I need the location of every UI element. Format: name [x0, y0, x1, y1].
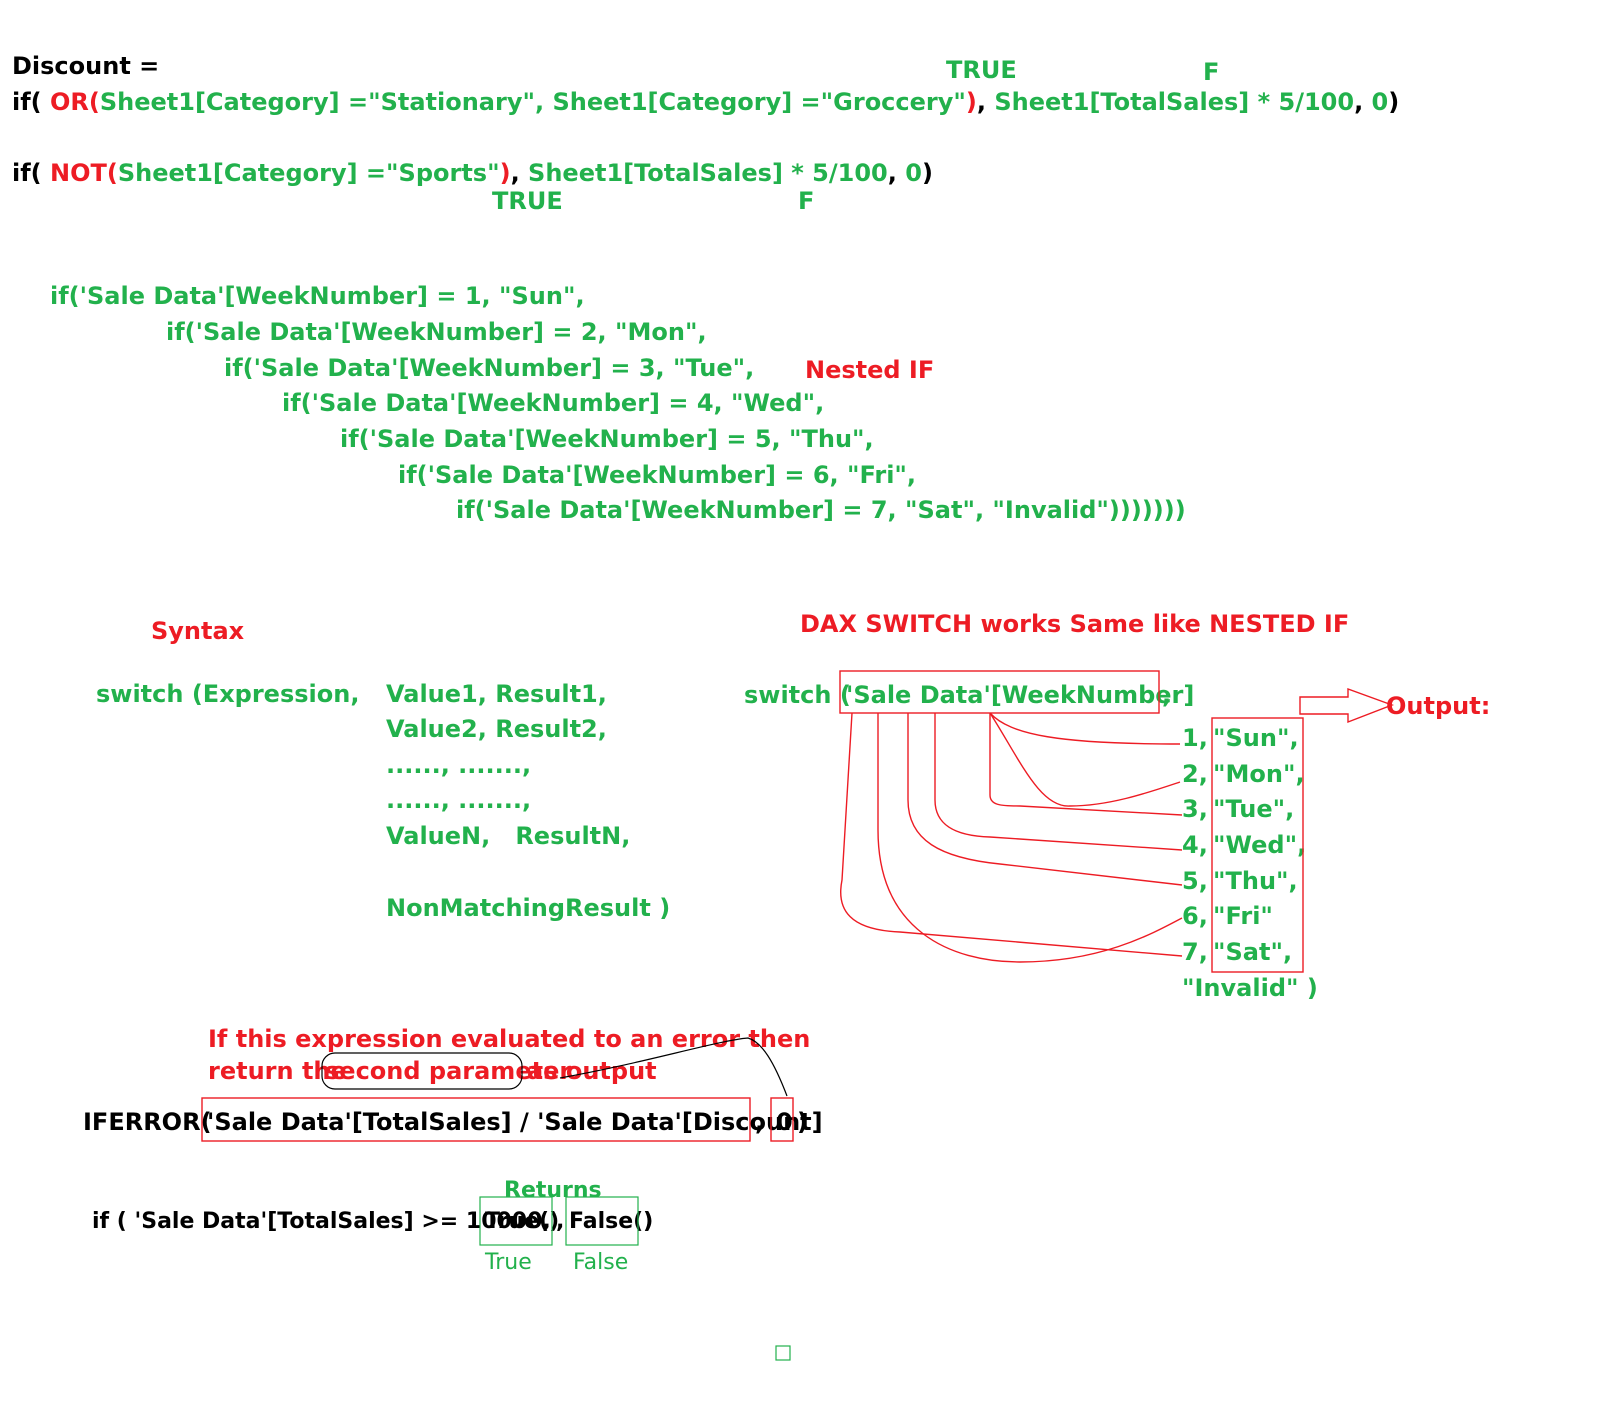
iferror-prefix: IFERROR( — [83, 1108, 212, 1136]
switch-value-3: 3, — [1182, 795, 1208, 823]
mapping-curve-5 — [907, 713, 1183, 886]
note-pointer-line — [559, 1037, 788, 1097]
syntax-line-5: ValueN, ResultN, — [386, 822, 631, 850]
not-true-label: TRUE — [492, 187, 563, 215]
nested-if-line-3: if('Sale Data'[WeekNumber] = 3, "Tue", — [224, 354, 755, 382]
switch-result-1: "Sun", — [1213, 724, 1299, 752]
switch-result-2: "Mon", — [1213, 760, 1305, 788]
true-label: True — [485, 1250, 532, 1275]
mapping-curve-6 — [877, 713, 1183, 963]
syntax-switch: switch (Expression, — [96, 680, 360, 708]
not-close: ) — [499, 159, 511, 187]
nested-if-line-5: if('Sale Data'[WeekNumber] = 5, "Thu", — [340, 425, 874, 453]
switch-value-2: 2, — [1182, 760, 1208, 788]
false-function: False() — [569, 1209, 654, 1234]
syntax-line-2: Value2, Result2, — [386, 715, 607, 743]
switch-result-7: "Sat", — [1213, 938, 1293, 966]
iferror-note-prefix: return the — [208, 1057, 347, 1085]
comma: , — [887, 159, 897, 187]
not-keyword: NOT( — [50, 159, 118, 187]
true-function-box — [479, 1196, 553, 1246]
switch-expression: 'Sale Data'[WeekNumber] — [846, 681, 1195, 709]
not-false-label: F — [798, 187, 815, 215]
not-true-part: Sheet1[TotalSales] * 5/100 — [519, 159, 888, 187]
switch-result-6: "Fri" — [1213, 902, 1273, 930]
mapping-curve-1 — [989, 712, 1181, 745]
switch-result-5: "Thu", — [1213, 867, 1298, 895]
comma: , — [510, 159, 520, 187]
or-close: ) — [965, 88, 977, 116]
syntax-heading: Syntax — [151, 617, 245, 645]
second-parameter-highlight — [321, 1052, 523, 1090]
or-false-label: F — [1203, 58, 1220, 86]
switch-default-result: "Invalid" ) — [1182, 974, 1318, 1002]
switch-result-3: "Tue", — [1213, 795, 1295, 823]
true-function: True() — [485, 1209, 560, 1234]
comma: , — [1354, 88, 1364, 116]
mapping-curve-7 — [840, 712, 1183, 957]
discount-title: Discount = — [12, 52, 160, 80]
iferror-comma: , — [755, 1108, 765, 1136]
not-condition: Sheet1[Category] ="Sports" — [117, 159, 500, 187]
or-keyword: OR( — [50, 88, 100, 116]
output-label: Output: — [1386, 692, 1491, 720]
switch-result-4: "Wed", — [1213, 831, 1307, 859]
switch-comma: , — [1162, 681, 1172, 709]
returns-label: Returns — [504, 1178, 602, 1203]
output-arrow-icon — [1299, 688, 1394, 724]
iferror-note-highlight: second parameter — [325, 1057, 572, 1085]
paren-close: ) — [921, 159, 933, 187]
switch-prefix: switch ( — [744, 681, 851, 709]
false-function-box — [565, 1196, 639, 1246]
or-true-label: TRUE — [946, 56, 1017, 84]
iferror-expression-box — [201, 1097, 751, 1142]
iferror-close: ) — [797, 1108, 808, 1136]
switch-value-4: 4, — [1182, 831, 1208, 859]
nested-if-line-1: if('Sale Data'[WeekNumber] = 1, "Sun", — [50, 282, 585, 310]
square-icon — [775, 1345, 791, 1361]
switch-value-5: 5, — [1182, 867, 1208, 895]
switch-value-1: 1, — [1182, 724, 1208, 752]
iferror-expression: 'Sale Data'[TotalSales] / 'Sale Data'[Di… — [207, 1108, 823, 1136]
iferror-alternate-box — [770, 1097, 794, 1142]
mapping-curve-2 — [989, 712, 1181, 807]
nested-if-line-7: if('Sale Data'[WeekNumber] = 7, "Sat", "… — [456, 496, 1186, 524]
or-if-formula: if( OR(Sheet1[Category] ="Stationary", S… — [12, 90, 1399, 114]
nested-if-line-4: if('Sale Data'[WeekNumber] = 4, "Wed", — [282, 389, 825, 417]
syntax-line-3: ......, ......., — [386, 751, 532, 779]
nested-if-line-6: if('Sale Data'[WeekNumber] = 6, "Fri", — [398, 461, 917, 489]
mapping-curve-4 — [934, 713, 1183, 851]
syntax-nonmatching: NonMatchingResult ) — [386, 894, 671, 922]
iferror-note-suffix: as output — [527, 1057, 657, 1085]
not-false-part: 0 — [896, 159, 922, 187]
bool-if-prefix: if ( 'Sale Data'[TotalSales] >= 10000, — [92, 1209, 551, 1234]
syntax-line-1: Value1, Result1, — [386, 680, 607, 708]
not-if-formula: if( NOT(Sheet1[Category] ="Sports"), She… — [12, 161, 933, 185]
or-true-part: Sheet1[TotalSales] * 5/100 — [986, 88, 1355, 116]
comma: , — [976, 88, 986, 116]
switch-results-box — [1211, 717, 1304, 973]
if-keyword: if( — [12, 159, 42, 187]
iferror-alternate: 0 — [776, 1108, 793, 1136]
switch-value-6: 6, — [1182, 902, 1208, 930]
nested-if-line-2: if('Sale Data'[WeekNumber] = 2, "Mon", — [166, 318, 707, 346]
iferror-note-line-1: If this expression evaluated to an error… — [208, 1025, 811, 1053]
switch-value-7: 7, — [1182, 938, 1208, 966]
if-keyword: if( — [12, 88, 42, 116]
syntax-line-4: ......, ......., — [386, 786, 532, 814]
mapping-curve-3 — [989, 713, 1183, 816]
bool-comma: , — [556, 1209, 565, 1234]
switch-expression-box — [839, 670, 1160, 714]
or-conditions: Sheet1[Category] ="Stationary", Sheet1[C… — [99, 88, 966, 116]
bool-close: ) — [643, 1209, 654, 1234]
switch-heading: DAX SWITCH works Same like NESTED IF — [800, 610, 1350, 638]
nested-if-label: Nested IF — [805, 356, 935, 384]
paren-close: ) — [1388, 88, 1400, 116]
false-label: False — [573, 1250, 629, 1275]
or-false-part: 0 — [1363, 88, 1389, 116]
